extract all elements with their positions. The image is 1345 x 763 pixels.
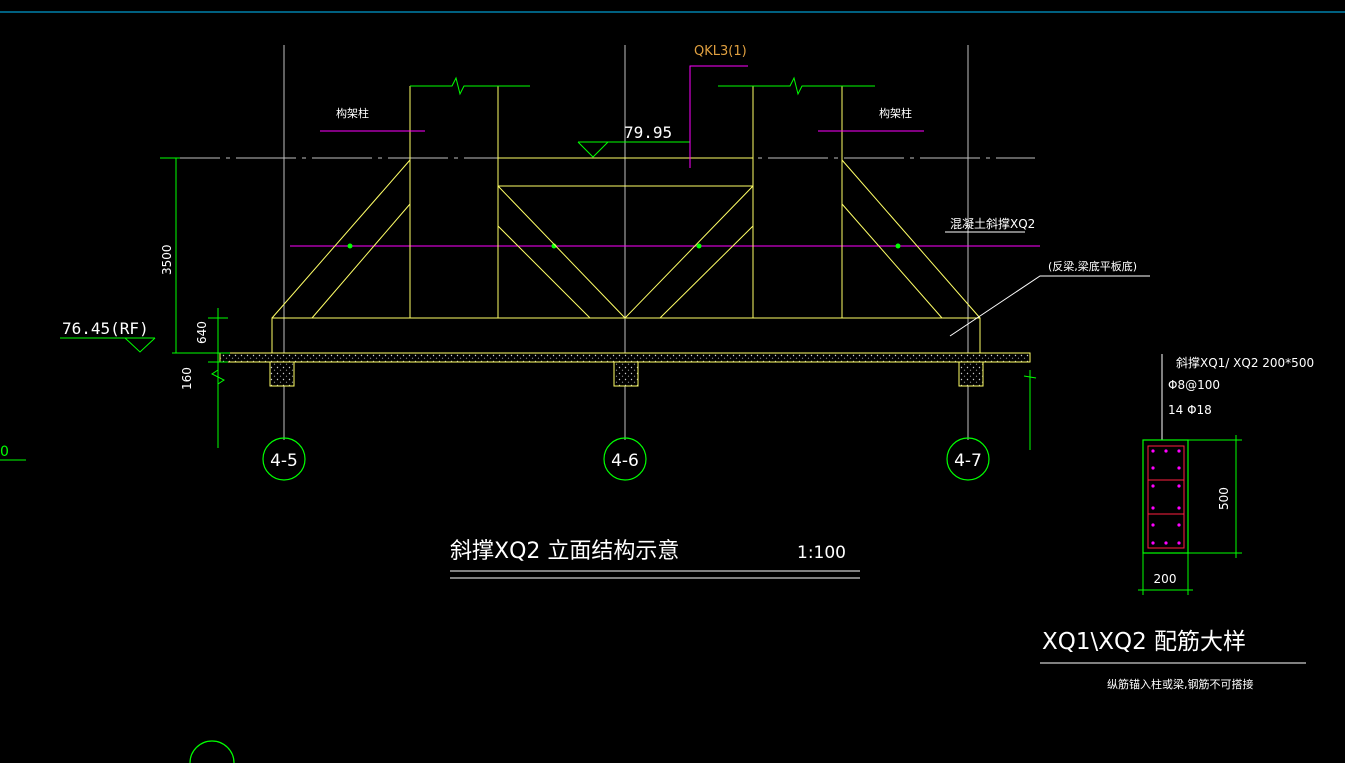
detail-note: 纵筋锚入柱或梁,钢筋不可搭接 xyxy=(1107,677,1254,691)
section-detail xyxy=(1138,435,1242,595)
detail-header: 斜撑XQ1/ XQ2 200*500 xyxy=(1176,355,1314,370)
detail-title: XQ1\XQ2 配筋大样 xyxy=(1042,629,1246,655)
frame-structure xyxy=(219,86,1031,387)
main-scale: 1:100 xyxy=(797,543,846,563)
axis-bubbles xyxy=(189,437,990,763)
main-title: 斜撑XQ2 立面结构示意 xyxy=(450,539,679,564)
note-leader xyxy=(945,231,1150,337)
brace-note: (反梁,梁底平板底) xyxy=(1048,259,1137,273)
column-label-right: 构架柱 xyxy=(879,106,912,120)
brace-centerline-nodes xyxy=(347,243,901,249)
axis-label-4-5: 4-5 xyxy=(270,451,298,471)
detail-dim-width: 200 xyxy=(1154,572,1177,586)
top-elevation: 79.95 xyxy=(624,123,672,142)
dim-160: 160 xyxy=(180,367,194,390)
axis-label-4-7: 4-7 xyxy=(954,451,982,471)
label-leaders xyxy=(320,65,924,168)
column-label-left: 构架柱 xyxy=(336,106,369,120)
main-title-underline xyxy=(450,570,860,579)
brace-label: 混凝土斜撑XQ2 xyxy=(950,216,1035,231)
column-break-marks xyxy=(410,76,875,96)
dimension-lines xyxy=(60,141,1037,450)
beam-tag: QKL3(1) xyxy=(694,44,747,59)
dim-640: 640 xyxy=(195,321,209,344)
dim-3500: 3500 xyxy=(160,244,174,275)
detail-dim-height: 500 xyxy=(1217,487,1231,510)
left-edge-fragment: 0 xyxy=(0,444,9,460)
axis-label-4-6: 4-6 xyxy=(611,451,639,471)
detail-longitudinal: 14 Φ18 xyxy=(1168,403,1212,417)
roof-elevation: 76.45(RF) xyxy=(62,319,149,338)
detail-stirrup: Φ8@100 xyxy=(1168,378,1220,392)
